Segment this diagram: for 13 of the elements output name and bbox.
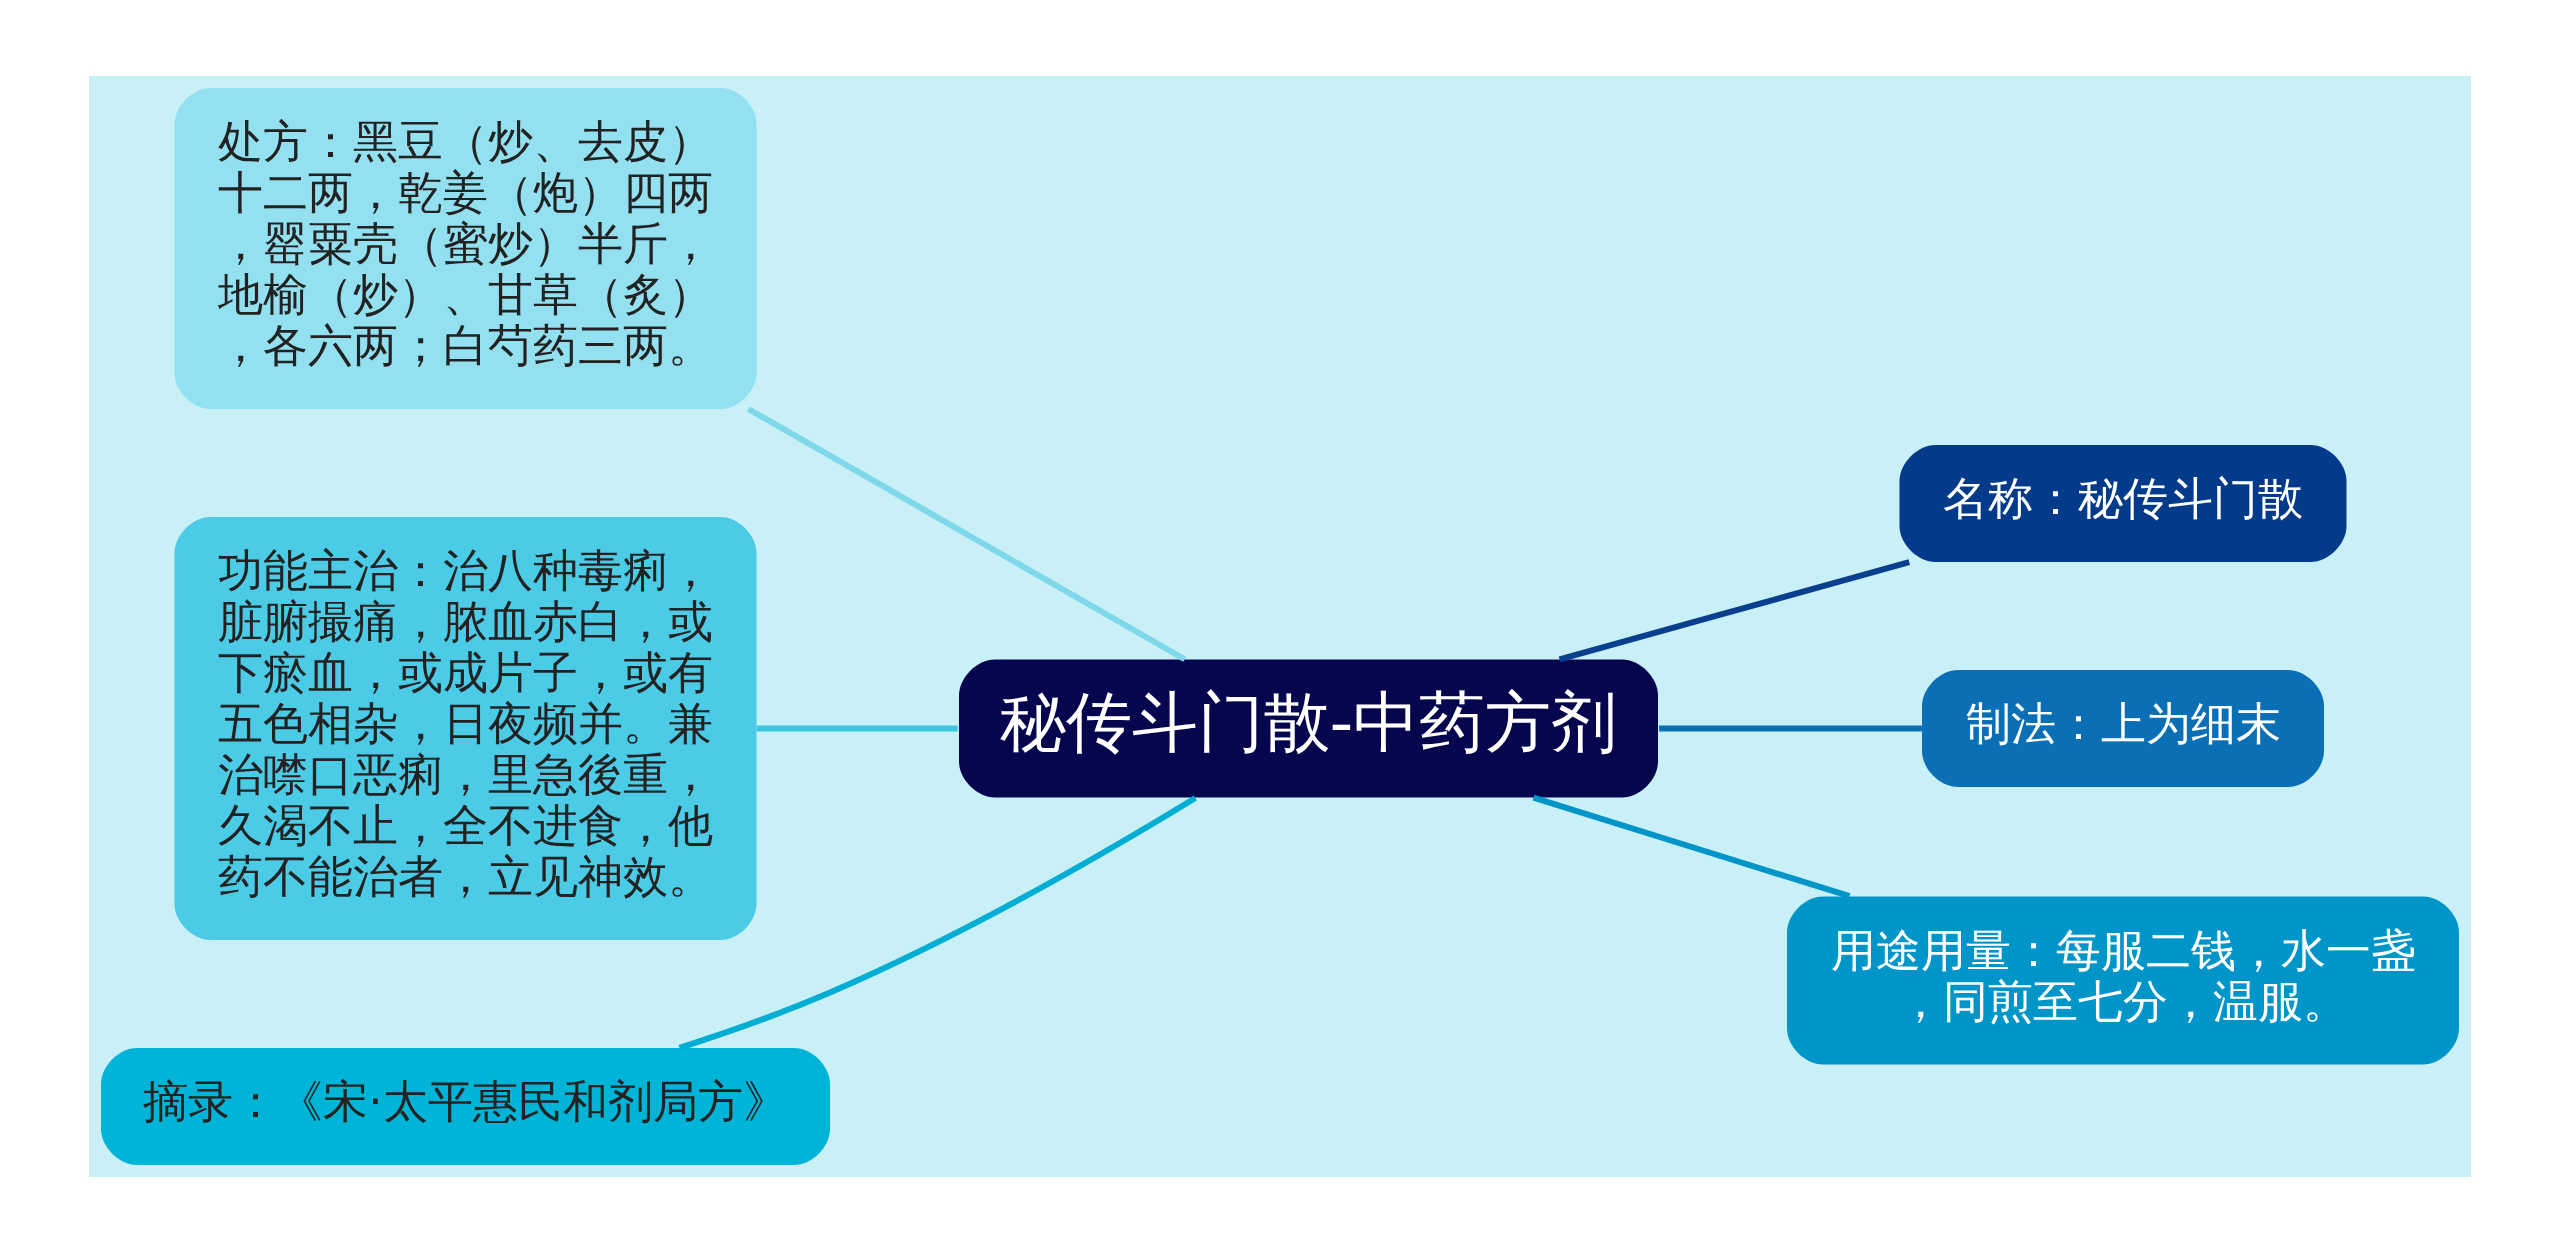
node-box: 摘录：《宋·太平惠民和剂局方》 — [101, 1047, 830, 1165]
connector — [678, 794, 1197, 1051]
node-box: 制法：上为细末 — [1922, 669, 2324, 787]
node-box: 处方：黑豆（炒、去皮）十二两，乾姜（炮）四两，罂粟壳（蜜炒）半斤，地榆（炒）、甘草（炙），各六两；白芍药三两。 — [174, 87, 757, 409]
connector — [756, 725, 958, 731]
node-box: 用途用量：每服二钱，水一盏，同煎至七分，温服。 — [1787, 896, 2459, 1064]
node-box: 秘传斗门散-中药方剂 — [959, 659, 1658, 797]
connector — [1532, 794, 1851, 899]
connector — [1659, 725, 1922, 731]
node-box: 功能主治：治八种毒痢，脏腑撮痛，脓血赤白，或下瘀血，或成片子，或有五色相杂，日夜频并。兼治噤口恶痢，里急後重，久渴不止，全不进食，他药不能治者，立见神效。 — [174, 516, 757, 940]
connector — [1558, 558, 1911, 662]
node-box: 名称：秘传斗门散 — [1899, 444, 2347, 562]
connector — [746, 405, 1187, 662]
